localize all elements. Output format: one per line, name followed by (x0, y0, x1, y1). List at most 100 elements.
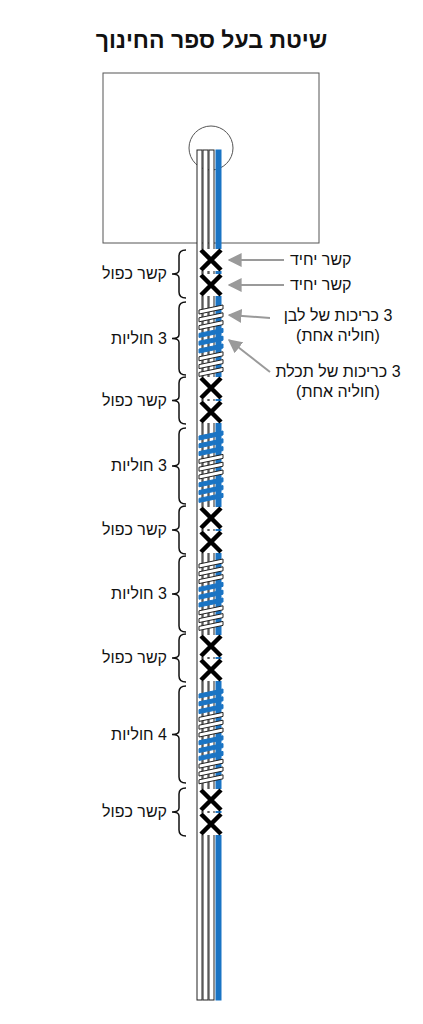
winding (199, 767, 223, 776)
section-label: קשר כפול (102, 520, 167, 540)
knot (198, 401, 224, 423)
knot-ground (198, 789, 224, 811)
winding (199, 689, 223, 698)
knot-cross (201, 532, 221, 552)
winding (199, 759, 223, 768)
winding (199, 728, 223, 737)
knot-cross (201, 636, 221, 656)
bracket (172, 302, 186, 375)
section-label: קשר כפול (102, 391, 167, 411)
section-label: קשר כפול (102, 802, 167, 822)
section-label: קשר כפול (102, 264, 167, 284)
callout-label: 3 כריכות של לבן (חוליה אחת) (272, 306, 404, 346)
section-label: 3 חוליות (111, 456, 167, 476)
winding (199, 367, 223, 376)
bracket (172, 788, 186, 836)
knot-ground (198, 635, 224, 657)
leader-line (229, 284, 284, 286)
leader-line (229, 315, 270, 318)
brackets (172, 250, 186, 836)
leader-line (229, 259, 284, 261)
winding (199, 336, 223, 345)
knot-cross (201, 378, 221, 398)
winding (199, 567, 223, 576)
knot (198, 635, 224, 657)
knot (198, 274, 224, 296)
winding (199, 697, 223, 706)
winding (199, 470, 223, 479)
winding (199, 606, 223, 615)
winding (199, 321, 223, 330)
bracket (172, 556, 186, 632)
section-label: 3 חוליות (111, 329, 167, 349)
bracket (172, 428, 186, 504)
knot (198, 377, 224, 399)
winding (199, 598, 223, 607)
section-label: 3 חוליות (111, 584, 167, 604)
winding (199, 486, 223, 495)
knot (198, 507, 224, 529)
winding (199, 454, 223, 463)
knot-cross (201, 508, 221, 528)
knot-label: קשר יחיד (290, 250, 352, 270)
winding (199, 582, 223, 591)
knot (198, 531, 224, 553)
knot-ground (198, 813, 224, 835)
bracket (172, 634, 186, 682)
knot-cross (201, 250, 221, 270)
knot-ground (198, 507, 224, 529)
knot-ground (198, 531, 224, 553)
bracket (172, 686, 186, 783)
winding (199, 439, 223, 448)
knot-ground (198, 659, 224, 681)
winding (199, 313, 223, 322)
winding (199, 775, 223, 784)
knot-cross (201, 275, 221, 295)
winding (199, 344, 223, 353)
winding (199, 614, 223, 623)
winding (199, 705, 223, 714)
bracket (172, 506, 186, 554)
winding (199, 360, 223, 369)
knot-cross (201, 790, 221, 810)
knot-ground (198, 249, 224, 271)
winding (199, 559, 223, 568)
winding (199, 462, 223, 471)
knot (198, 659, 224, 681)
leader-line (229, 340, 270, 372)
knots (198, 249, 224, 835)
winding (199, 720, 223, 729)
knot-label: קשר יחיד (290, 275, 352, 295)
knot-cross (201, 402, 221, 422)
section-label: 4 חוליות (111, 725, 167, 745)
callout-label: 3 כריכות של תכלת (חוליה אחת) (272, 362, 404, 402)
knot-ground (198, 401, 224, 423)
winding (199, 744, 223, 753)
bracket (172, 377, 186, 424)
knot-cross (201, 660, 221, 680)
title: שיטת בעל ספר החינוך (0, 26, 423, 55)
winding (199, 751, 223, 760)
bracket (172, 250, 186, 298)
winding (199, 493, 223, 502)
knot-cross (201, 814, 221, 834)
winding (199, 431, 223, 440)
knot-ground (198, 377, 224, 399)
winding (199, 328, 223, 337)
winding (199, 447, 223, 456)
winding (199, 352, 223, 361)
leader-lines (229, 260, 284, 372)
winding (199, 575, 223, 584)
knot (198, 813, 224, 835)
knot (198, 249, 224, 271)
windings (199, 305, 223, 784)
winding (199, 736, 223, 745)
winding (199, 621, 223, 630)
knot-ground (198, 274, 224, 296)
knot (198, 789, 224, 811)
section-label: קשר כפול (102, 648, 167, 668)
winding (199, 305, 223, 314)
winding (199, 590, 223, 599)
winding (199, 478, 223, 487)
